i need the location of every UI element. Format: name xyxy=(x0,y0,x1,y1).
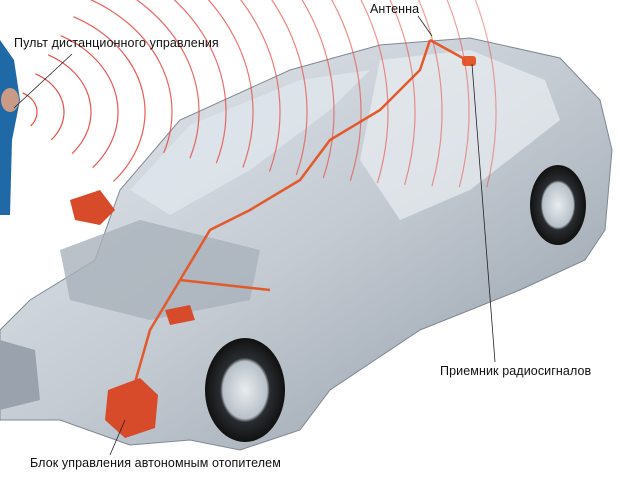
signal-arc xyxy=(89,0,173,154)
signal-arc xyxy=(301,0,335,179)
front-grille xyxy=(0,340,40,410)
signal-arc xyxy=(271,0,308,176)
signal-arc xyxy=(47,54,92,155)
leader-remote xyxy=(13,53,73,109)
side-windows xyxy=(360,50,560,220)
signal-arc xyxy=(135,0,200,159)
front-wheel xyxy=(205,338,285,442)
leader-antenna xyxy=(417,15,433,37)
signal-arc xyxy=(418,0,443,187)
person-silhouette xyxy=(0,40,20,215)
label-antenna: Антенна xyxy=(370,2,420,16)
signal-arc xyxy=(360,0,389,184)
hand-with-remote xyxy=(1,88,19,112)
signal-arc xyxy=(73,16,146,182)
leader-receiver xyxy=(471,63,496,363)
radio-signal-waves xyxy=(22,0,497,188)
heater-unit xyxy=(105,378,158,438)
signal-arc xyxy=(446,0,470,188)
engine-part-small xyxy=(165,305,195,325)
label-heater-control: Блок управления автономным отопителем xyxy=(30,456,281,470)
label-receiver: Приемник радиосигналов xyxy=(440,364,592,378)
signal-arc xyxy=(173,0,227,164)
receiver-unit xyxy=(462,56,476,66)
signal-arc xyxy=(207,0,254,168)
leader-heater-control xyxy=(109,419,126,456)
signal-arc xyxy=(389,0,416,186)
label-remote: Пульт дистанционного управления xyxy=(14,36,219,50)
signal-arc xyxy=(331,0,362,182)
engine-parts xyxy=(70,190,115,225)
signal-arc xyxy=(60,35,119,168)
rear-wheel xyxy=(530,165,586,245)
signal-arc xyxy=(240,0,281,172)
signal-arc xyxy=(474,0,497,188)
engine-bay xyxy=(60,220,260,320)
